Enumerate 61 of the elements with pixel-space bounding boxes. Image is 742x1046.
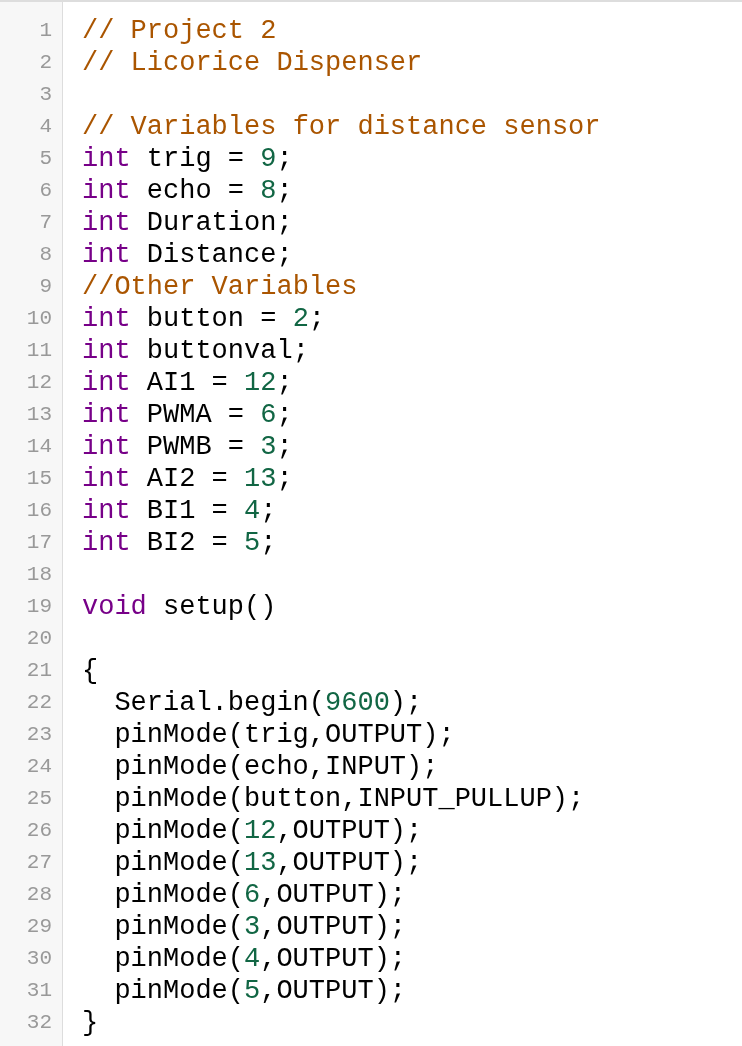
code-line: pinMode(echo,INPUT); bbox=[114, 751, 439, 783]
line-number: 18 bbox=[25, 562, 52, 588]
line-number: 25 bbox=[25, 786, 52, 812]
code-line: int trig = 9; bbox=[82, 143, 293, 175]
code-line: pinMode(4,OUTPUT); bbox=[114, 943, 407, 975]
code-line: int AI1 = 12; bbox=[82, 367, 293, 399]
code-line: int AI2 = 13; bbox=[82, 463, 293, 495]
line-number: 15 bbox=[25, 466, 52, 492]
code-line: int button = 2; bbox=[82, 303, 326, 335]
code-comment: // Project 2 bbox=[82, 15, 277, 47]
code-line: Serial.begin(9600); bbox=[114, 687, 423, 719]
code-line: int PWMA = 6; bbox=[82, 399, 293, 431]
code-comment: // Licorice Dispenser bbox=[82, 47, 423, 79]
line-number: 19 bbox=[25, 594, 52, 620]
line-number: 21 bbox=[25, 658, 52, 684]
line-number: 27 bbox=[25, 850, 52, 876]
line-number: 3 bbox=[38, 82, 52, 108]
code-line: void setup() bbox=[82, 591, 277, 623]
line-number: 16 bbox=[25, 498, 52, 524]
line-number: 26 bbox=[25, 818, 52, 844]
line-number: 32 bbox=[25, 1010, 52, 1036]
line-number: 10 bbox=[25, 306, 52, 332]
line-number: 7 bbox=[38, 210, 52, 236]
line-number: 4 bbox=[38, 114, 52, 140]
code-line: int Distance; bbox=[82, 239, 293, 271]
code-line: int Duration; bbox=[82, 207, 293, 239]
line-number: 22 bbox=[25, 690, 52, 716]
line-number: 20 bbox=[25, 626, 52, 652]
line-number: 23 bbox=[25, 722, 52, 748]
line-number: 12 bbox=[25, 370, 52, 396]
line-number: 8 bbox=[38, 242, 52, 268]
line-number: 29 bbox=[25, 914, 52, 940]
line-number: 31 bbox=[25, 978, 52, 1004]
code-line: pinMode(12,OUTPUT); bbox=[114, 815, 423, 847]
code-line: pinMode(trig,OUTPUT); bbox=[114, 719, 455, 751]
line-number: 28 bbox=[25, 882, 52, 908]
line-number: 2 bbox=[38, 50, 52, 76]
code-line: int BI2 = 5; bbox=[82, 527, 277, 559]
code-line: { bbox=[82, 655, 99, 687]
line-number: 11 bbox=[25, 338, 52, 364]
line-number: 5 bbox=[38, 146, 52, 172]
line-number: 13 bbox=[25, 402, 52, 428]
code-line: pinMode(5,OUTPUT); bbox=[114, 975, 407, 1007]
code-line: int buttonval; bbox=[82, 335, 309, 367]
code-line: int echo = 8; bbox=[82, 175, 293, 207]
code-line: int PWMB = 3; bbox=[82, 431, 293, 463]
line-number: 14 bbox=[25, 434, 52, 460]
code-line: pinMode(13,OUTPUT); bbox=[114, 847, 423, 879]
line-number: 24 bbox=[25, 754, 52, 780]
code-comment: //Other Variables bbox=[82, 271, 358, 303]
code-line: } bbox=[82, 1007, 99, 1039]
line-number: 9 bbox=[38, 274, 52, 300]
code-line: int BI1 = 4; bbox=[82, 495, 277, 527]
code-line: pinMode(button,INPUT_PULLUP); bbox=[114, 783, 585, 815]
line-number: 6 bbox=[38, 178, 52, 204]
line-number: 17 bbox=[25, 530, 52, 556]
code-line: pinMode(3,OUTPUT); bbox=[114, 911, 407, 943]
line-number: 30 bbox=[25, 946, 52, 972]
code-line: pinMode(6,OUTPUT); bbox=[114, 879, 407, 911]
code-comment: // Variables for distance sensor bbox=[82, 111, 601, 143]
line-number: 1 bbox=[38, 18, 52, 44]
